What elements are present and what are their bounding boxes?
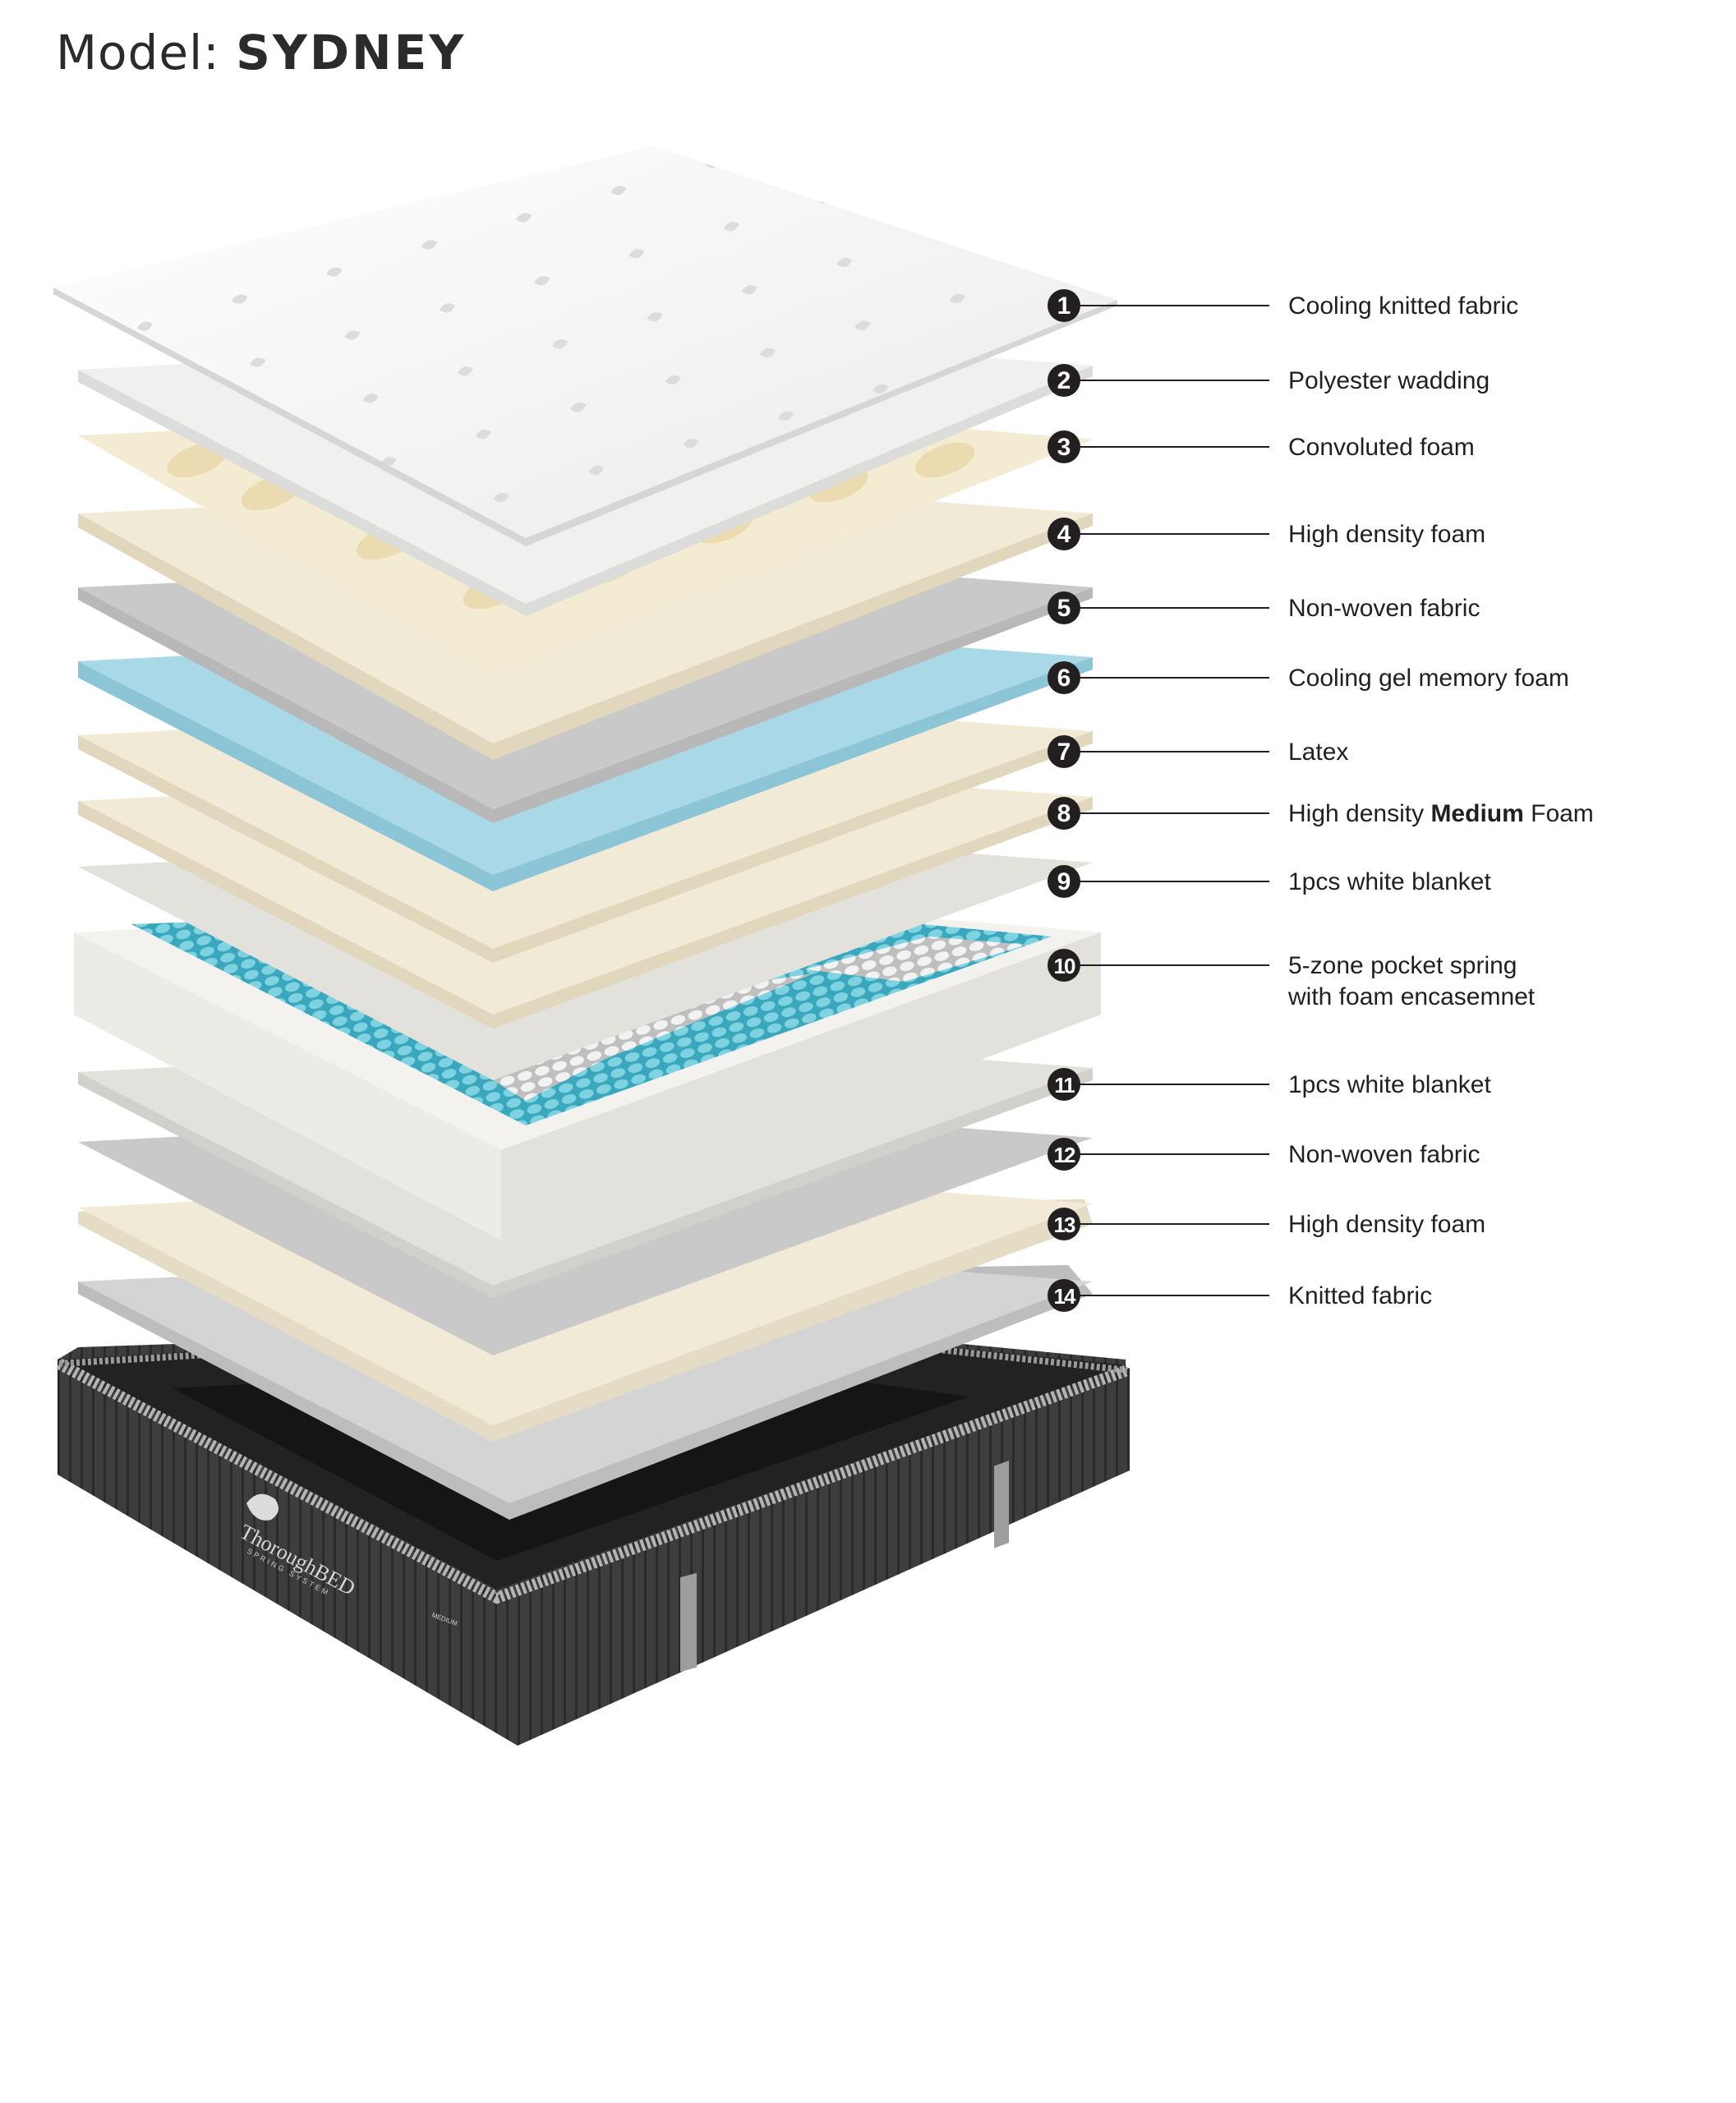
callout-9: 9 1pcs white blanket: [1048, 865, 1491, 898]
callout-8: 8 High density Medium Foam: [1048, 797, 1594, 830]
callout-label-part: 1pcs white blanket: [1288, 1071, 1491, 1098]
callout-number: 3: [1057, 434, 1071, 461]
callout-label-part: Cooling knitted fabric: [1288, 292, 1518, 320]
callout-5: 5 Non-woven fabric: [1048, 591, 1480, 624]
callout-number-badge: [1048, 735, 1080, 768]
callout-label-part: 1pcs white blanket: [1288, 868, 1491, 895]
callout-label: High density foam: [1288, 521, 1485, 548]
callout-number: 12: [1054, 1143, 1075, 1167]
callout-list: 1 Cooling knitted fabric 2 Polyester waddin…: [1048, 289, 1594, 1312]
callout-number: 7: [1057, 739, 1071, 766]
callout-label-part: Latex: [1288, 739, 1348, 766]
callout-number-badge: [1048, 430, 1080, 463]
callout-7: 7 Latex: [1048, 735, 1348, 768]
callout-number: 14: [1054, 1284, 1076, 1309]
callout-14: 14 Knitted fabric: [1048, 1279, 1432, 1312]
callout-number: 1: [1057, 292, 1071, 320]
callout-label: High density Medium Foam: [1288, 800, 1594, 827]
callout-label-part: Cooling gel memory foam: [1288, 665, 1569, 692]
callout-label-part: Foam: [1524, 800, 1594, 827]
callout-label-part: Convoluted foam: [1288, 434, 1475, 461]
callout-number-badge: [1048, 797, 1080, 830]
callout-number: 6: [1057, 665, 1071, 692]
callout-number-badge: [1048, 1138, 1080, 1171]
callout-11: 11 1pcs white blanket: [1048, 1068, 1491, 1101]
callout-label: Non-woven fabric: [1288, 595, 1480, 622]
page-title: Model: SYDNEY: [56, 25, 466, 81]
callout-label-line2: with foam encasemnet: [1287, 983, 1536, 1010]
callout-label: 1pcs white blanket: [1288, 868, 1491, 895]
callout-label: 5-zone pocket spring: [1288, 952, 1517, 979]
callout-label: Convoluted foam: [1288, 434, 1475, 461]
callout-label-part: Medium: [1430, 800, 1523, 827]
callout-label-part: High density foam: [1288, 1211, 1485, 1238]
callout-label-part: Non-woven fabric: [1288, 1141, 1480, 1168]
callout-label: Cooling knitted fabric: [1288, 292, 1518, 320]
callout-number-badge: [1048, 865, 1080, 898]
callout-label-part: Polyester wadding: [1288, 367, 1490, 394]
callout-number: 5: [1057, 595, 1071, 622]
brand-logo-icon: [246, 1493, 279, 1521]
callout-label-part: Knitted fabric: [1288, 1282, 1432, 1309]
callout-label: High density foam: [1288, 1211, 1485, 1238]
layer-1-cooling-knitted-fabric: [53, 146, 1117, 546]
callout-13: 13 High density foam: [1048, 1208, 1485, 1240]
callout-number: 8: [1057, 800, 1071, 827]
model-name: SYDNEY: [236, 25, 467, 81]
layer-stack: ThoroughBED SPRING SYSTEM MEDIUM: [53, 146, 1130, 1746]
callout-number-badge: [1048, 949, 1080, 982]
callout-label-part: 5-zone pocket spring: [1288, 952, 1517, 979]
callout-number-badge: [1048, 518, 1080, 550]
callout-number-badge: [1048, 289, 1080, 322]
callout-number: 11: [1054, 1073, 1075, 1098]
callout-number-badge: [1048, 661, 1080, 694]
callout-label: 1pcs white blanket: [1288, 1071, 1491, 1098]
callout-label: Polyester wadding: [1288, 367, 1490, 394]
callout-label: Latex: [1288, 739, 1348, 766]
callout-label-part: High density: [1288, 800, 1430, 827]
callout-10: 10 5-zone pocket spring with foam encasemn…: [1048, 949, 1536, 1010]
callout-2: 2 Polyester wadding: [1048, 364, 1490, 397]
callout-3: 3 Convoluted foam: [1048, 430, 1475, 463]
callout-number-badge: [1048, 1068, 1080, 1101]
callout-number-badge: [1048, 1279, 1080, 1312]
callout-number: 2: [1057, 367, 1071, 394]
callout-number: 13: [1054, 1213, 1075, 1237]
callout-number: 10: [1054, 954, 1075, 978]
callout-label-part: High density foam: [1288, 521, 1485, 548]
callout-label-part: Non-woven fabric: [1288, 595, 1480, 622]
callout-number: 4: [1057, 521, 1071, 548]
title-prefix: Model:: [56, 25, 237, 81]
callout-label: Cooling gel memory foam: [1288, 665, 1569, 692]
callout-number-badge: [1048, 591, 1080, 624]
callout-1: 1 Cooling knitted fabric: [1048, 289, 1518, 322]
callout-12: 12 Non-woven fabric: [1048, 1138, 1480, 1171]
callout-number-badge: [1048, 1208, 1080, 1240]
callout-number: 9: [1057, 868, 1071, 895]
callout-label: Knitted fabric: [1288, 1282, 1432, 1309]
callout-number-badge: [1048, 364, 1080, 397]
callout-4: 4 High density foam: [1048, 518, 1485, 550]
callout-label: Non-woven fabric: [1288, 1141, 1480, 1168]
callout-6: 6 Cooling gel memory foam: [1048, 661, 1569, 694]
